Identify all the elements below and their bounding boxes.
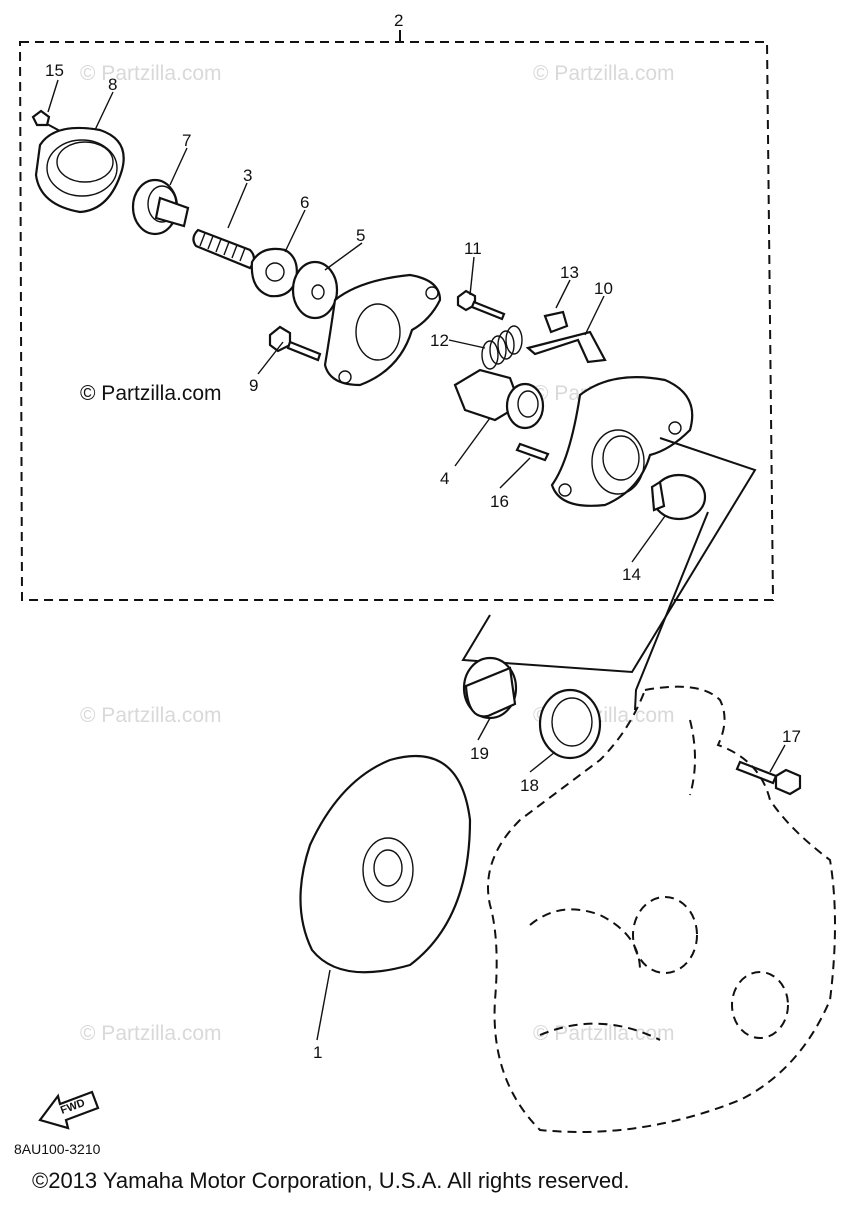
callout-7: 7 [182, 131, 191, 150]
callout-10: 10 [594, 279, 613, 298]
diagram-code: 8AU100-3210 [14, 1141, 101, 1157]
forward-arrow-icon: FWD [38, 1090, 100, 1130]
callout-19: 19 [470, 744, 489, 763]
pump-housing-right [550, 376, 694, 507]
part-13-collar [543, 310, 569, 334]
part-14-cap [650, 473, 707, 521]
callout-13: 13 [560, 263, 579, 282]
engine-case [487, 685, 836, 1133]
part-7-gear [131, 178, 190, 236]
part-18-seal [538, 688, 602, 760]
part-8-cover [34, 126, 125, 214]
callout-16: 16 [490, 492, 509, 511]
callout-6: 6 [300, 193, 309, 212]
callout-14: 14 [622, 565, 641, 584]
watermark-prominent: © Partzilla.com [80, 382, 222, 405]
part-12-spring [481, 325, 523, 370]
callout-5: 5 [356, 226, 365, 245]
part-9-bolt [268, 325, 322, 362]
callout-3: 3 [243, 166, 252, 185]
watermark: © Partzilla.com [533, 62, 675, 85]
watermark: © Partzilla.com [533, 1022, 675, 1045]
part-17-bolt [735, 760, 802, 796]
part-10-lever [525, 330, 607, 364]
part-11-bolt [456, 289, 506, 321]
callout-11: 11 [464, 239, 482, 258]
callout-4: 4 [440, 469, 449, 488]
copyright-notice: ©2013 Yamaha Motor Corporation, U.S.A. A… [32, 1168, 629, 1193]
part-16-pin [515, 442, 550, 462]
callout-12: 12 [430, 331, 449, 350]
callout-17: 17 [782, 727, 801, 746]
callout-1: 1 [313, 1043, 322, 1062]
callout-2: 2 [394, 11, 403, 30]
part-5-washer [291, 260, 339, 320]
assembly-boundary [18, 30, 775, 601]
part-19-plug [462, 656, 518, 720]
watermark: © Partzilla.com [80, 62, 222, 85]
part-6-plate [250, 247, 298, 298]
callout-labels: 2 15 8 7 3 6 5 9 11 12 13 10 4 16 14 19 … [45, 11, 801, 1062]
callout-9: 9 [249, 376, 258, 395]
part-15-screw [31, 109, 61, 132]
callout-8: 8 [108, 75, 117, 94]
callout-15: 15 [45, 61, 64, 80]
part-3-worm-shaft [192, 228, 256, 270]
watermark: © Partzilla.com [80, 704, 222, 727]
callout-leaders [47, 79, 786, 1041]
watermark: © Partzilla.com [80, 1022, 222, 1045]
callout-18: 18 [520, 776, 539, 795]
part-4-drive [453, 368, 545, 430]
pump-body-center [323, 273, 442, 387]
leader-lines [461, 437, 757, 711]
part-1-disc [299, 755, 472, 974]
